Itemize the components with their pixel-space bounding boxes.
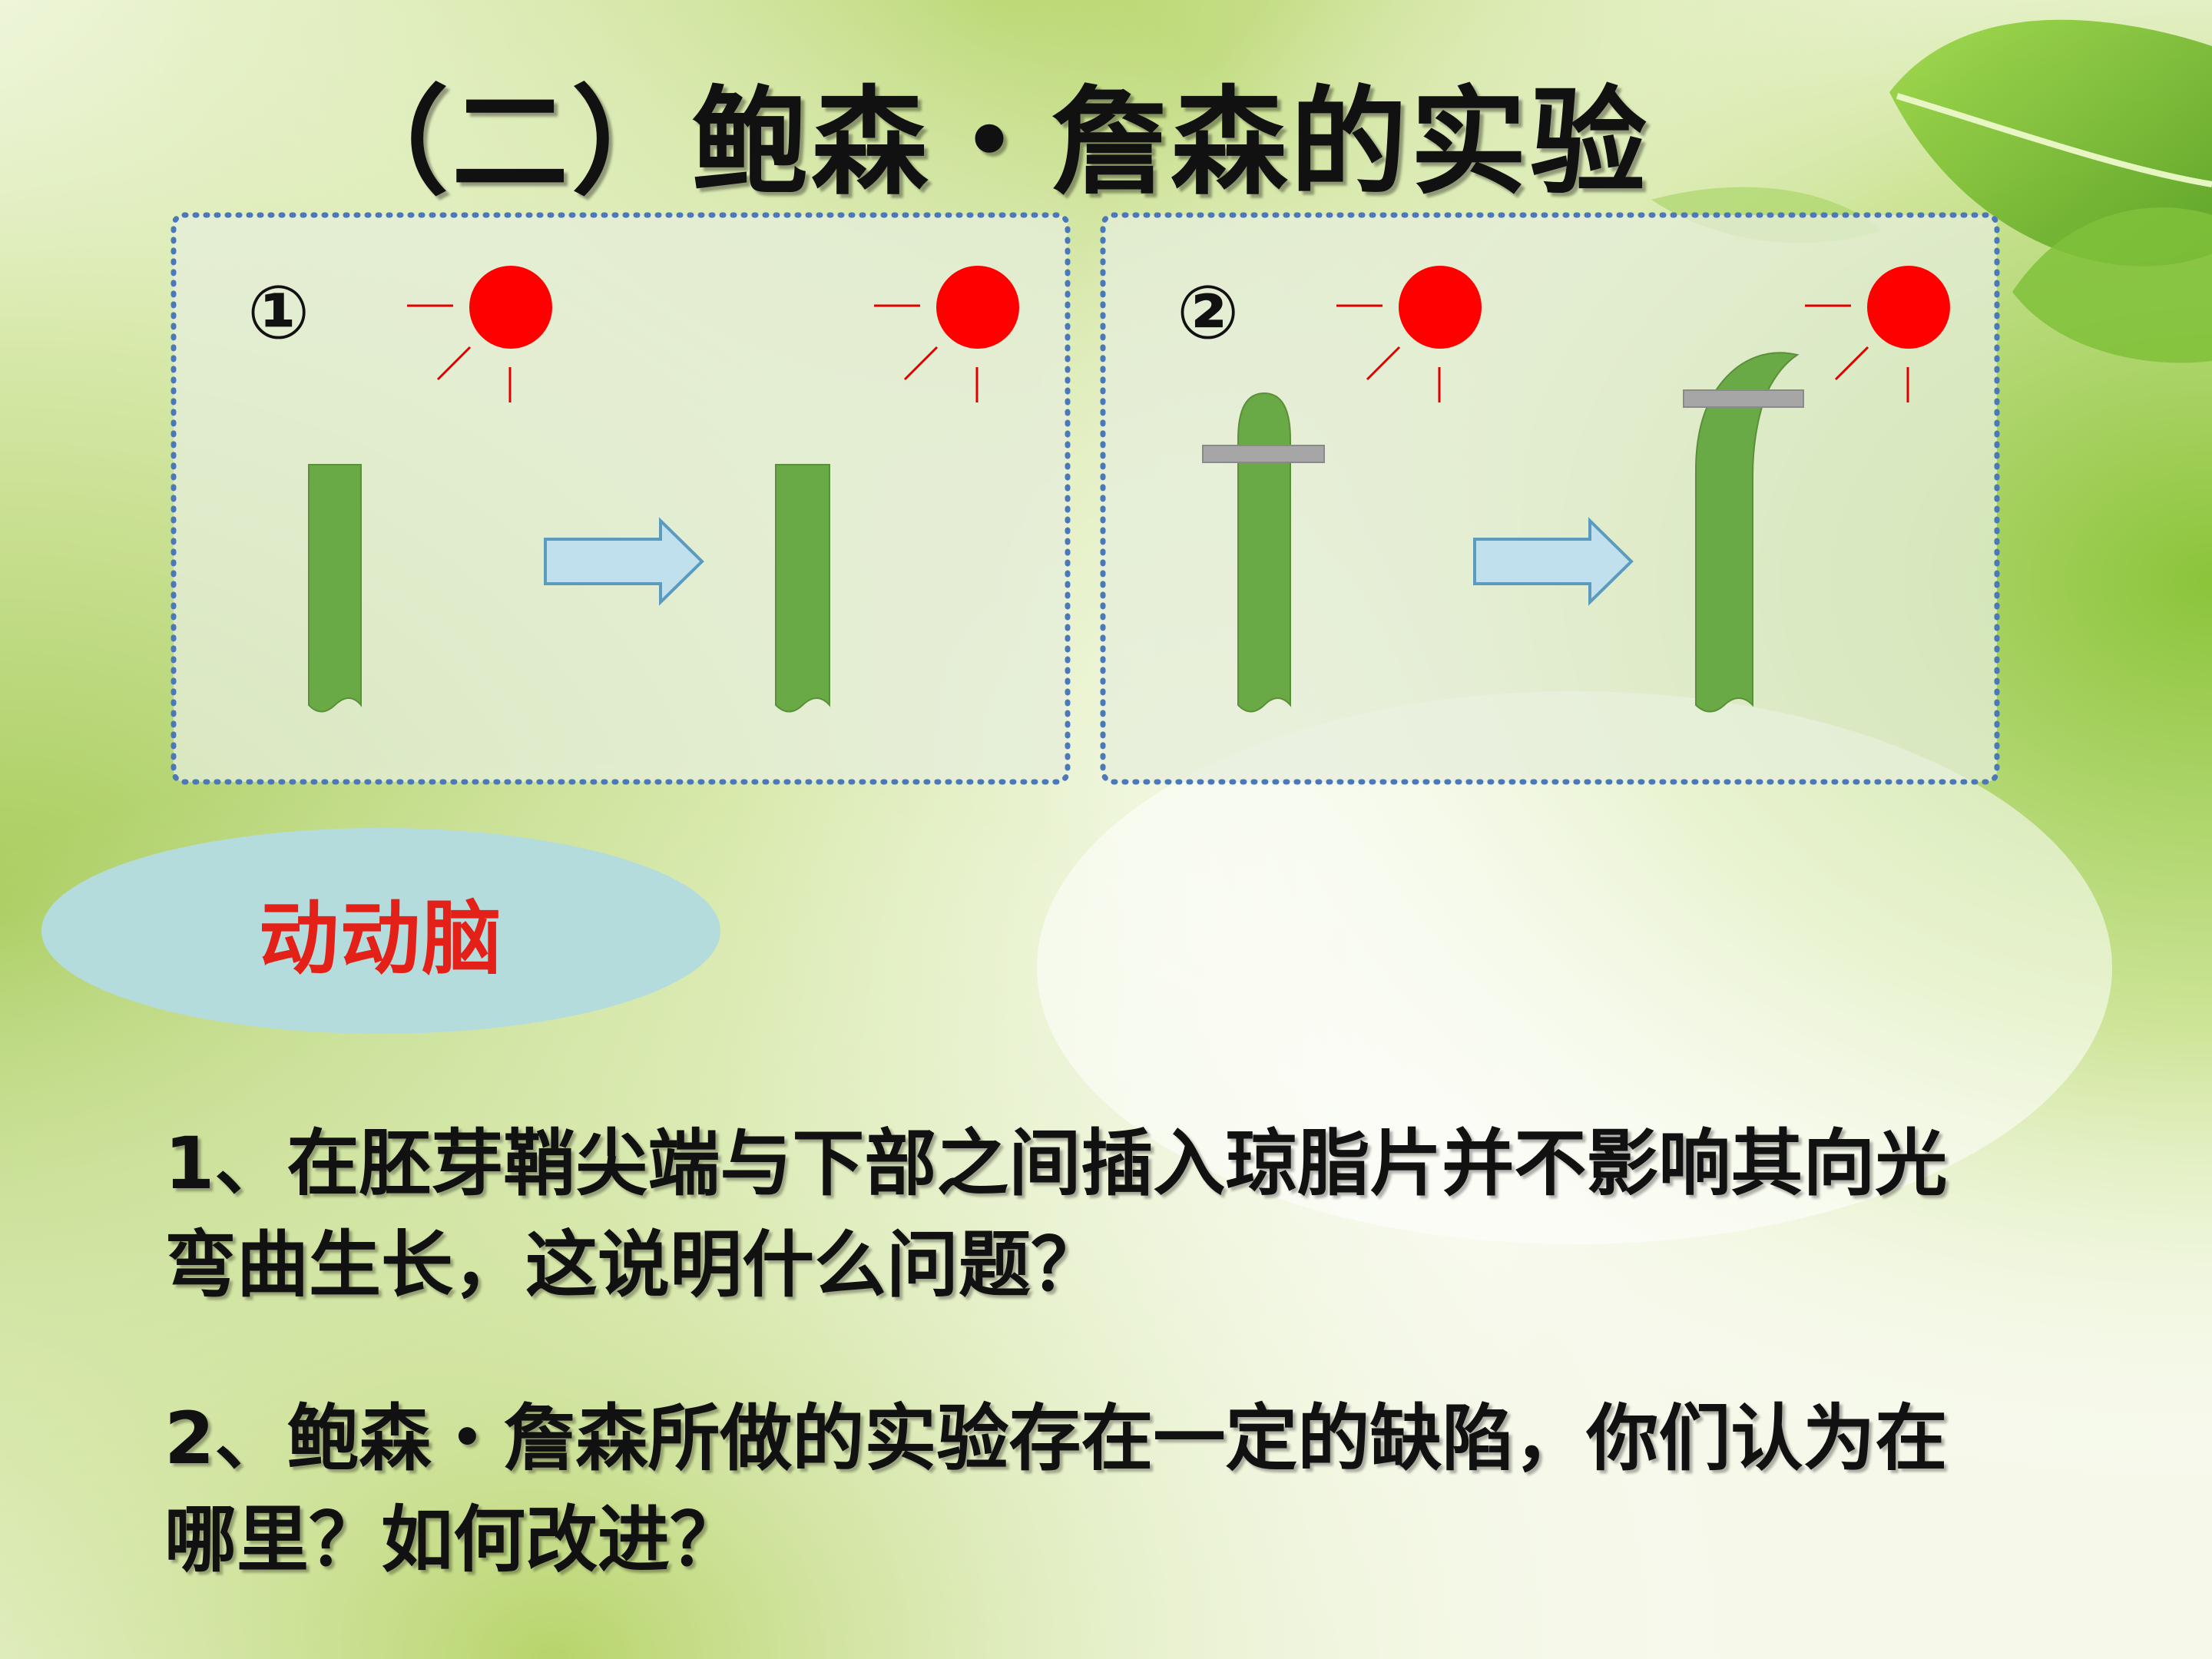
experiment-panel-2: ② [1100,212,2000,785]
agar-block [1683,389,1804,408]
question-2: 2、鲍森・詹森所做的实验存在一定的缺陷，你们认为在哪里？如何改进？ [164,1397,1948,1582]
think-badge [41,828,720,1034]
panel-marker: ② [1177,270,1239,356]
coleoptile-with-tip [1237,392,1291,713]
coleoptile-bent [1695,352,1800,713]
coleoptile-decapitated [775,464,830,713]
light-source-icon [1336,266,1482,402]
agar-block [1202,445,1325,463]
light-source-icon [874,266,1019,402]
think-label: 动动脑 [258,891,503,985]
page-title: （二）鲍森・詹森的实验 [332,75,1650,210]
panel-frame [171,212,1071,785]
light-source-icon [407,266,552,402]
arrow-right-icon [544,517,704,606]
light-source-icon [1805,266,1950,402]
coleoptile-decapitated [308,464,362,713]
experiment-panel-1: ① [171,212,1071,785]
question-1: 1、在胚芽鞘尖端与下部之间插入琼脂片并不影响其向光弯曲生长，这说明什么问题？ [164,1122,1948,1307]
arrow-right-icon [1473,517,1634,606]
panel-marker: ① [247,270,310,356]
